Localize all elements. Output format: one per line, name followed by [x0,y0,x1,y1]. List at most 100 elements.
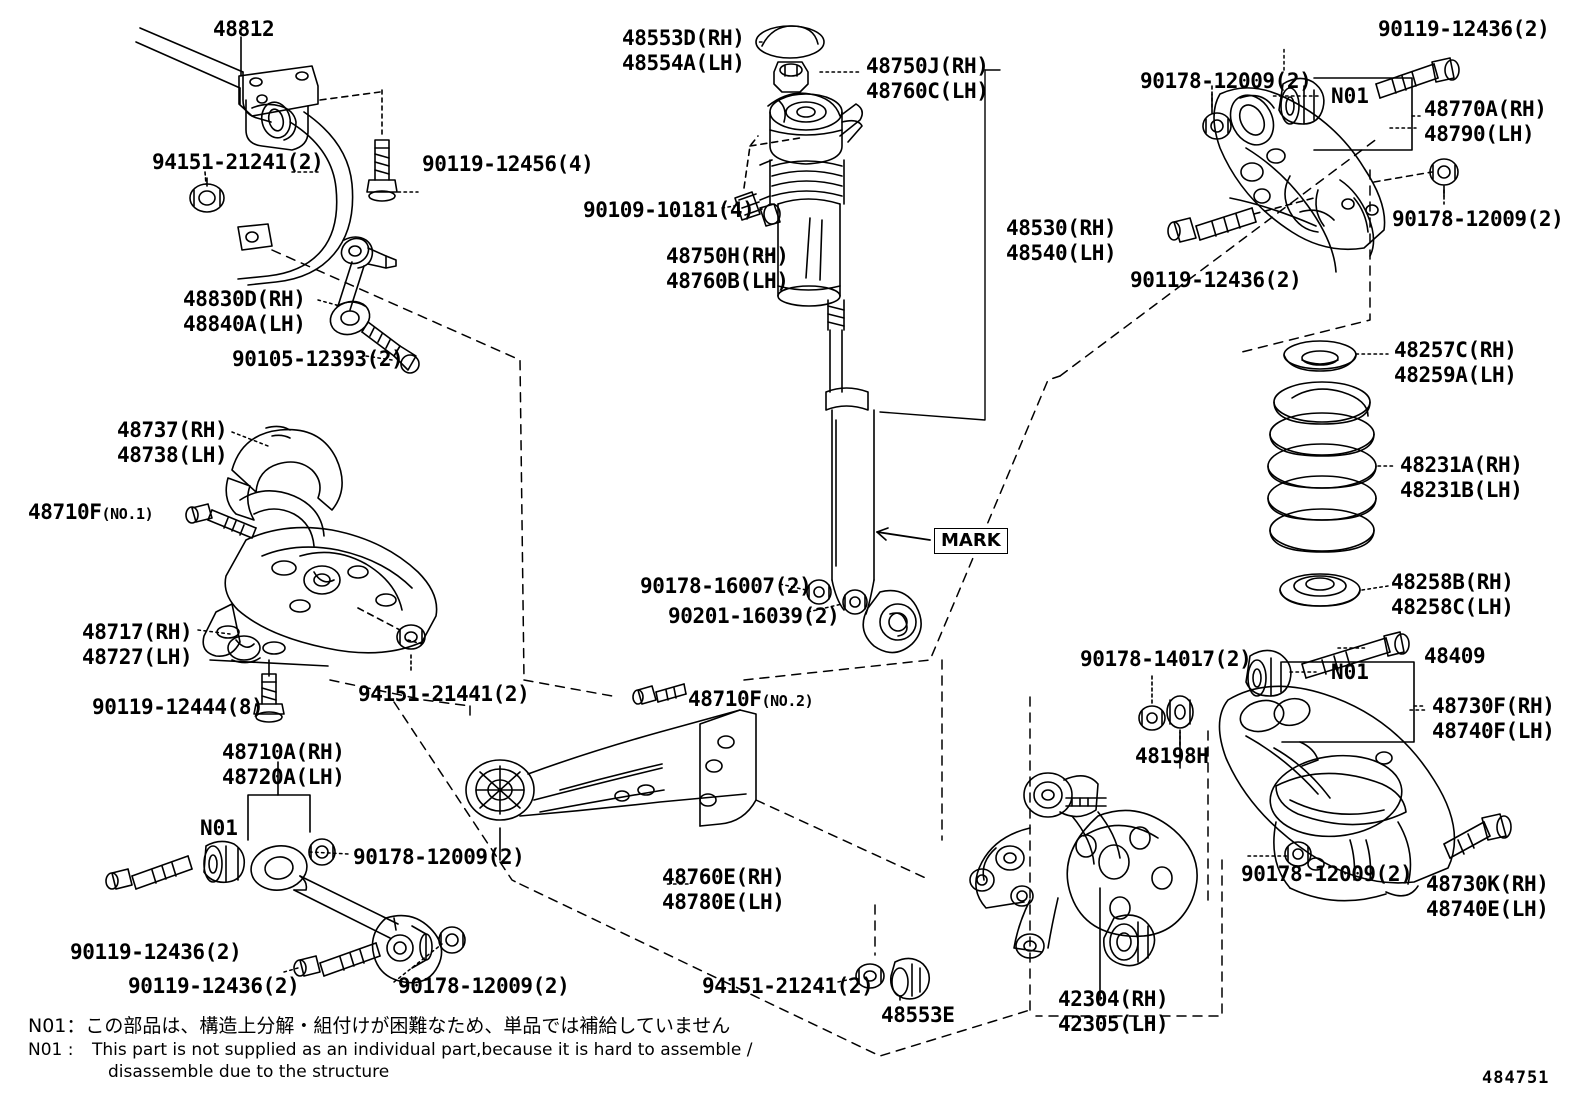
callout-48554A-lh: 48554A(LH) [622,51,745,75]
collar-90178-12009-br [1284,841,1312,867]
callout-48710A-rh: 48710A(RH) [222,740,345,764]
collar-90178-12009-ur [1202,112,1232,140]
callout-48710F-no1-base: 48710F [28,500,102,524]
callout-48231A-rh: 48231A(RH) [1400,453,1523,477]
callout-90178-12009-c: 90178-12009(2) [1140,69,1312,93]
callout-90178-12009-a: 90178-12009(2) [353,845,525,869]
callout-48730F-rh: 48730F(RH) [1432,694,1555,718]
callout-48780E-lh: 48780E(LH) [662,890,785,914]
collar-90178-12009-lower [438,926,466,954]
bushing-n01-lower [1245,649,1292,697]
bolt-90119-12436-midright [1167,207,1257,243]
callout-48553E: 48553E [881,1003,955,1027]
collar-90178-14017 [1138,705,1166,731]
callout-48258B-rh: 48258B(RH) [1391,570,1514,594]
note-english-line2: disassemble due to the structure [108,1062,390,1082]
shock-support-48750H [759,92,864,307]
mark-callout-box: MARK [934,528,1008,554]
bolt-90119-12456 [366,139,398,202]
collar-90178-12009-r [1429,158,1459,186]
callout-48198H: 48198H [1135,744,1209,768]
bolt-90119-12436-ll [105,855,193,890]
callout-48750J-rh: 48750J(RH) [866,54,989,78]
lower-control-arm-48730F [1218,685,1456,902]
note-japanese: N01：この部品は、構造上分解・組付けが困難なため、単品では補給していません [28,1015,731,1037]
callout-90119-12436-c: 90119-12436(2) [1378,17,1550,41]
trailing-arm-48710A [203,840,443,984]
n01-marker-upper-arm: N01 [1331,84,1369,108]
stabilizer-bar-48812 [135,27,354,286]
note-english-line1: This part is not supplied as an individu… [92,1040,753,1060]
callout-48257C-rh: 48257C(RH) [1394,338,1517,362]
callout-48840A-lh: 48840A(LH) [183,312,306,336]
callout-94151-21241-lower: 94151-21241(2) [702,974,874,998]
callout-48259A-lh: 48259A(LH) [1394,363,1517,387]
bolt-48730K [1443,813,1512,859]
callout-48830D-rh: 48830D(RH) [183,287,306,311]
callout-90178-12009-b: 90178-12009(2) [398,974,570,998]
callout-48790-lh: 48790(LH) [1424,122,1535,146]
dust-cover-48737 [225,425,343,547]
callout-48727-lh: 48727(LH) [82,645,193,669]
callout-48231B-lh: 48231B(LH) [1400,478,1523,502]
callout-90119-12436-a: 90119-12436(2) [70,940,242,964]
bolt-48710F-no1 [185,503,257,539]
callout-48740F-lh: 48740F(LH) [1432,719,1555,743]
nut-48750J [773,61,809,93]
shock-body-48530 [825,299,922,654]
washer-90201-16039 [842,589,868,615]
callout-48258C-lh: 48258C(LH) [1391,595,1514,619]
callout-48710F-no1-suffix: (NO.1) [101,505,154,523]
screw-90109-10181 [734,191,781,227]
callout-90178-14017: 90178-14017(2) [1080,647,1252,671]
washer-90178-16007 [806,579,832,605]
callout-48770A-rh: 48770A(RH) [1424,97,1547,121]
callout-48553D-rh: 48553D(RH) [622,26,745,50]
callout-90119-12456: 90119-12456(4) [422,152,594,176]
bushing-n01-upper [1278,77,1325,125]
callout-48720A-lh: 48720A(LH) [222,765,345,789]
callout-90201-16039: 90201-16039(2) [668,604,840,628]
n01-marker-lower-arm: N01 [1331,660,1369,684]
cap-48553D [755,25,825,59]
bolt-90119-12436-ll2 [293,942,381,977]
nut-94151-21241-lower [855,963,885,989]
callout-42305-lh: 42305(LH) [1058,1012,1169,1036]
callout-90119-12436-b: 90119-12436(2) [128,974,300,998]
callout-48710F-no2-base: 48710F [688,687,762,711]
stopper-48553E [889,957,931,1000]
nut-94151-21441 [396,624,426,650]
callout-90178-12009-d: 90178-12009(2) [1392,207,1564,231]
nut-94151-21241-upper [189,183,225,213]
callout-48717-rh: 48717(RH) [82,620,193,644]
bolt-48710F-no2 [632,683,687,705]
callout-48760C-lh: 48760C(LH) [866,79,989,103]
note-english-prefix: N01 : [28,1040,74,1060]
callout-48530-rh: 48530(RH) [1006,216,1117,240]
bolt-90119-12436-ur [1375,57,1460,99]
callout-90178-12009-e: 90178-12009(2) [1241,862,1413,886]
callout-48710F-no2: 48710F(NO.2) [688,687,814,714]
callout-90119-12444: 90119-12444(8) [92,695,264,719]
callout-48409: 48409 [1424,644,1486,668]
callout-48750H-rh: 48750H(RH) [666,244,789,268]
spring-insulator-48258B [1279,573,1361,607]
upper-control-arm-48770A [1213,87,1386,273]
callout-48730K-rh: 48730K(RH) [1426,872,1549,896]
washer-48198H [1166,695,1194,729]
callout-48740E-lh: 48740E(LH) [1426,897,1549,921]
callout-48760E-rh: 48760E(RH) [662,865,785,889]
callout-94151-21241-upper: 94151-21241(2) [152,150,324,174]
callout-90119-12436-d: 90119-12436(2) [1130,268,1302,292]
coil-spring-48231A [1267,381,1377,553]
bolt-90119-12444 [253,673,285,723]
callout-48760B-lh: 48760B(LH) [666,269,789,293]
callout-90105-12393: 90105-12393(2) [232,347,404,371]
callout-90178-16007: 90178-16007(2) [640,574,812,598]
callout-48737-rh: 48737(RH) [117,418,228,442]
callout-48710F-no2-suffix: (NO.2) [761,692,814,710]
callout-42304-rh: 42304(RH) [1058,987,1169,1011]
suspension-arm-48760E [465,709,757,827]
